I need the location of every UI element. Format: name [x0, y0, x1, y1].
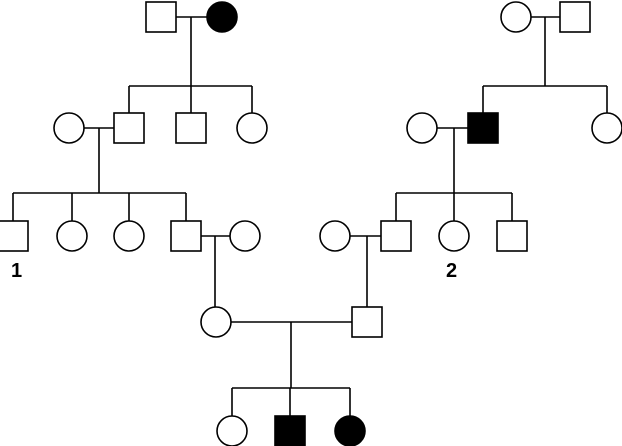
unaffected-female-symbol-gen1-right-female: [500, 1, 532, 33]
unaffected-female-symbol-gen2-right-daughter: [591, 112, 622, 144]
unaffected-male-symbol-gen1-left-male: [145, 1, 177, 33]
unaffected-female-symbol-gen3-left-spouse-female: [229, 220, 261, 252]
unaffected-female-symbol-gen3-right-spouse-female: [319, 220, 351, 252]
unaffected-male-symbol-gen2-left-son-1: [113, 112, 145, 144]
unaffected-female-symbol-gen3-female-2: [438, 220, 470, 252]
unaffected-male-symbol-gen2-left-son-2: [175, 112, 207, 144]
individual-label-1: 1: [11, 260, 22, 282]
unaffected-female-symbol-gen2-right-spouse-female: [406, 112, 438, 144]
affected-male-symbol-gen2-right-son: [467, 112, 499, 144]
unaffected-female-symbol-gen5-female: [216, 415, 248, 446]
unaffected-male-symbol-gen3-right-male-3: [496, 220, 528, 252]
unaffected-male-symbol-gen1-right-male: [559, 1, 591, 33]
unaffected-female-symbol-gen4-female: [200, 306, 232, 338]
unaffected-male-symbol-gen3-male-1: [0, 220, 29, 252]
individual-label-2: 2: [446, 260, 457, 282]
unaffected-female-symbol-gen2-left-daughter: [236, 112, 268, 144]
unaffected-male-symbol-gen4-male: [351, 306, 383, 338]
unaffected-female-symbol-gen3-left-female-1: [56, 220, 88, 252]
unaffected-male-symbol-gen3-right-male: [380, 220, 412, 252]
unaffected-male-symbol-gen3-left-male-4: [170, 220, 202, 252]
unaffected-female-symbol-gen2-left-spouse-female: [53, 112, 85, 144]
relationship-lines: [12, 16, 608, 416]
affected-female-symbol-gen5-female-affected: [334, 415, 366, 446]
affected-male-symbol-gen5-male: [274, 415, 306, 446]
unaffected-female-symbol-gen3-left-female-2: [113, 220, 145, 252]
affected-female-symbol-gen1-left-female: [206, 1, 238, 33]
